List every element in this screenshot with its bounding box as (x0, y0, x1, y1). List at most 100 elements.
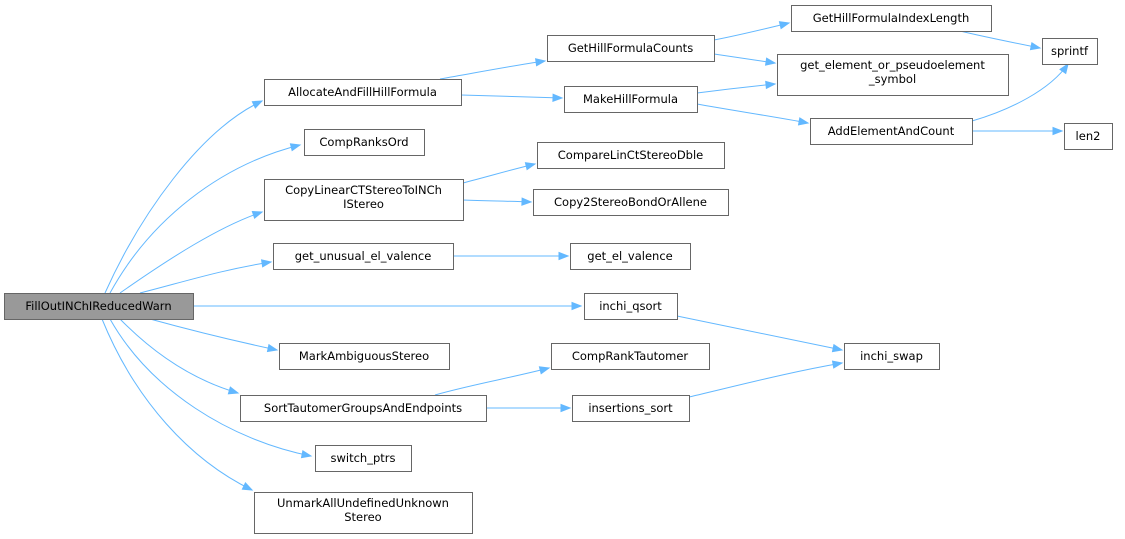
node-box (570, 243, 691, 270)
node-box (584, 293, 678, 320)
arrowhead-sorttaut-to-comprankt (538, 366, 551, 375)
edge-copylinear-to-comparelinct (462, 163, 536, 184)
node-makehill[interactable]: MakeHillFormula (564, 86, 698, 113)
edge-gethillidx-to-sprintf (959, 30, 1041, 49)
arrowhead-root-to-switchptrs (300, 450, 313, 459)
arrowhead-allocate-to-gethillcounts (534, 58, 547, 67)
node-sorttaut[interactable]: SortTautomerGroupsAndEndpoints (240, 395, 487, 422)
node-box (279, 343, 450, 370)
node-label: UnmarkAllUndefinedUnknown (277, 496, 449, 510)
arrowhead-root-to-allocate (251, 100, 264, 109)
node-label: inchi_swap (860, 349, 923, 363)
node-box (240, 395, 487, 422)
node-box (315, 445, 412, 472)
node-label: FillOutINChIReducedWarn (25, 299, 171, 313)
edge-makehill-to-addelement (696, 103, 809, 124)
node-len2[interactable]: len2 (1064, 123, 1113, 150)
node-box (304, 129, 425, 156)
arrowhead-root-to-copylinear (251, 210, 264, 220)
node-label: get_el_valence (587, 249, 672, 263)
node-box (264, 79, 462, 106)
edge-addelement-to-sprintf (971, 63, 1069, 122)
node-label: inchi_qsort (599, 299, 662, 313)
node-unusual[interactable]: get_unusual_el_valence (273, 243, 454, 270)
arrowhead-allocate-to-makehill (552, 93, 564, 102)
node-box (4, 293, 194, 320)
node-box (844, 343, 940, 370)
arrowhead-gethillcounts-to-gethillidx (778, 21, 791, 30)
edge-root-to-unusual (139, 261, 272, 294)
edge-sorttaut-to-comprankt (434, 367, 550, 396)
node-compranksord[interactable]: CompRanksOrd (304, 129, 425, 156)
arrowhead-root-to-sorttaut (227, 386, 240, 395)
node-comprankt[interactable]: CompRankTautomer (551, 343, 710, 370)
arrowhead-sorttaut-to-insertions (560, 403, 572, 413)
node-getelval[interactable]: get_el_valence (570, 243, 691, 270)
arrowhead-gethillidx-to-sprintf (1029, 41, 1042, 51)
node-label: CompareLinCtStereoDble (558, 148, 704, 162)
arrowhead-root-to-qsort (571, 301, 583, 311)
node-copy2stereo[interactable]: Copy2StereoBondOrAllene (533, 189, 729, 216)
edge-root-to-switchptrs (109, 318, 312, 457)
edge-gethillcounts-to-gethillidx (713, 22, 790, 41)
node-box (1064, 123, 1113, 150)
edge-root-to-unmark (101, 318, 253, 491)
node-label: AddElementAndCount (828, 124, 955, 138)
node-label: CompRankTautomer (572, 349, 689, 363)
node-box (1042, 38, 1098, 65)
arrowhead-makehill-to-addelement (797, 117, 810, 126)
node-gethillidx[interactable]: GetHillFormulaIndexLength (791, 5, 992, 32)
node-label: GetHillFormulaCounts (568, 41, 693, 55)
node-box (777, 54, 1009, 96)
node-label: CompRanksOrd (319, 135, 408, 149)
node-label: SortTautomerGroupsAndEndpoints (264, 401, 462, 415)
node-comparelinct[interactable]: CompareLinCtStereoDble (537, 142, 725, 169)
node-label: AllocateAndFillHillFormula (288, 85, 437, 99)
node-allocate[interactable]: AllocateAndFillHillFormula (264, 79, 462, 106)
arrowhead-qsort-to-swap (831, 343, 844, 353)
edge-root-to-markamb (149, 318, 278, 351)
node-root[interactable]: FillOutINChIReducedWarn (4, 293, 194, 320)
node-markamb[interactable]: MarkAmbiguousStereo (279, 343, 450, 370)
node-box (810, 118, 973, 145)
arrowhead-copylinear-to-comparelinct (524, 162, 537, 171)
arrowhead-gethillcounts-to-getelement (764, 57, 777, 66)
node-insertions[interactable]: insertions_sort (572, 395, 690, 422)
node-addelement[interactable]: AddElementAndCount (810, 118, 973, 145)
edge-root-to-allocate (104, 100, 263, 294)
arrowhead-addelement-to-len2 (1052, 126, 1064, 136)
edge-allocate-to-gethillcounts (439, 60, 546, 80)
arrowhead-makehill-to-getelement (765, 80, 777, 90)
arrowhead-root-to-compranksord (289, 143, 302, 152)
node-qsort[interactable]: inchi_qsort (584, 293, 678, 320)
arrowhead-root-to-unusual (260, 259, 273, 268)
call-graph-edges (101, 21, 1069, 491)
node-swap[interactable]: inchi_swap (844, 343, 940, 370)
node-label: GetHillFormulaIndexLength (813, 11, 970, 25)
node-label: get_element_or_pseudoelement (800, 58, 985, 72)
node-gethillcounts[interactable]: GetHillFormulaCounts (547, 35, 715, 62)
node-switchptrs[interactable]: switch_ptrs (315, 445, 412, 472)
edge-qsort-to-swap (676, 315, 843, 351)
node-box (572, 395, 690, 422)
node-box (564, 86, 698, 113)
node-label: MarkAmbiguousStereo (299, 349, 429, 363)
node-label: IStereo (343, 197, 384, 211)
node-label: len2 (1076, 129, 1101, 143)
node-getelement[interactable]: get_element_or_pseudoelement_symbol (777, 54, 1009, 96)
arrowhead-unusual-to-getelval (558, 251, 570, 261)
node-sprintf[interactable]: sprintf (1042, 38, 1098, 65)
arrowhead-insertions-to-swap (831, 360, 844, 369)
node-box (533, 189, 729, 216)
node-label: MakeHillFormula (583, 92, 678, 106)
node-box (254, 492, 473, 534)
arrowhead-root-to-markamb (266, 343, 279, 353)
arrowhead-addelement-to-sprintf (1059, 62, 1069, 75)
node-label: Copy2StereoBondOrAllene (554, 195, 707, 209)
node-label: Stereo (344, 510, 381, 524)
edge-insertions-to-swap (688, 362, 843, 398)
node-label: CopyLinearCTStereoToINCh (285, 183, 442, 197)
